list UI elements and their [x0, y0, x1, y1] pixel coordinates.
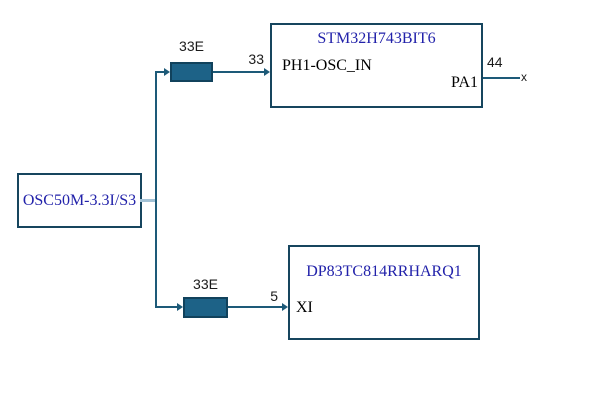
mcu-output-stub-wire[interactable] [483, 77, 520, 79]
resistor-bottom-value-label: 33E [193, 276, 218, 292]
mcu-output-pin-number: 44 [487, 54, 503, 70]
oscillator-output-stub-wire[interactable] [140, 199, 157, 202]
arrowhead-icon [177, 303, 183, 311]
mcu-input-pin-name: PH1-OSC_IN [282, 57, 372, 74]
phy-title: DP83TC814RRHARQ1 [306, 263, 462, 280]
arrowhead-icon [164, 68, 170, 76]
phy-input-pin-name: XI [296, 299, 313, 316]
wire-resistor-to-mcu[interactable] [213, 71, 264, 73]
wire-resistor-to-phy[interactable] [228, 306, 282, 308]
oscillator-component[interactable]: OSC50M-3.3I/S3 [17, 173, 142, 228]
resistor-bottom[interactable] [183, 297, 228, 318]
phy-component[interactable]: DP83TC814RRHARQ1 XI [288, 245, 480, 340]
mcu-title: STM32H743BIT6 [317, 30, 436, 47]
clock-net-vertical-wire[interactable] [155, 71, 157, 308]
mcu-component[interactable]: STM32H743BIT6 PH1-OSC_IN PA1 [270, 23, 483, 108]
oscillator-label-wrap: OSC50M-3.3I/S3 [19, 175, 140, 226]
bottom-branch-wire[interactable] [155, 306, 178, 308]
arrowhead-icon [282, 303, 288, 311]
resistor-top[interactable] [170, 62, 213, 82]
mcu-output-pin-name: PA1 [451, 74, 478, 91]
oscillator-label: OSC50M-3.3I/S3 [22, 191, 137, 209]
arrowhead-icon [264, 68, 270, 76]
phy-input-pin-number: 5 [270, 288, 278, 304]
unconnected-net-label: x [521, 70, 527, 84]
top-branch-wire[interactable] [155, 71, 165, 73]
mcu-input-pin-number: 33 [248, 51, 264, 67]
resistor-top-value-label: 33E [179, 38, 204, 54]
